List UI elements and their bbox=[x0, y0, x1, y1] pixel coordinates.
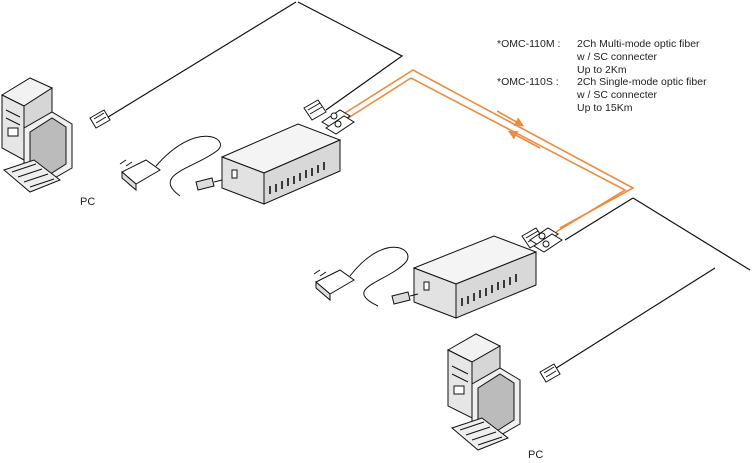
power-adapter-top bbox=[119, 135, 223, 197]
spec-note-multimode: *OMC-110M : 2Ch Multi-mode optic fiber w… bbox=[497, 38, 747, 78]
media-converter-top bbox=[220, 123, 342, 205]
spec-model-label: *OMC-110S : bbox=[497, 76, 559, 88]
fiber-direction-arrow bbox=[507, 130, 541, 149]
spec-line: w / SC connecter bbox=[577, 89, 657, 101]
pc-top-icon bbox=[0, 77, 73, 193]
spec-line: w / SC connecter bbox=[577, 51, 657, 63]
spec-line: 2Ch Multi-mode optic fiber bbox=[577, 38, 700, 50]
pc-label-bottom: PC bbox=[528, 449, 544, 461]
rj45-plug-icon bbox=[89, 109, 111, 129]
media-converter-bottom bbox=[412, 235, 538, 319]
utp-cable-bottom bbox=[549, 197, 751, 373]
rj45-plug-icon bbox=[303, 99, 327, 121]
spec-model-label: *OMC-110M : bbox=[497, 38, 561, 50]
spec-line: Up to 2Km bbox=[577, 64, 627, 76]
sc-connector-icon bbox=[321, 109, 355, 135]
sc-connector-icon bbox=[529, 227, 563, 253]
spec-note-singlemode: *OMC-110S : 2Ch Single-mode optic fiber … bbox=[497, 76, 747, 116]
spec-line: Up to 15Km bbox=[577, 102, 633, 114]
pc-bottom-icon bbox=[446, 333, 521, 451]
fiber-direction-arrow bbox=[496, 110, 525, 127]
power-adapter-bottom bbox=[313, 246, 419, 307]
rj45-plug-icon bbox=[539, 363, 561, 383]
spec-line: 2Ch Single-mode optic fiber bbox=[577, 76, 707, 88]
utp-cable-top bbox=[99, 1, 404, 123]
pc-label-top: PC bbox=[80, 196, 96, 208]
